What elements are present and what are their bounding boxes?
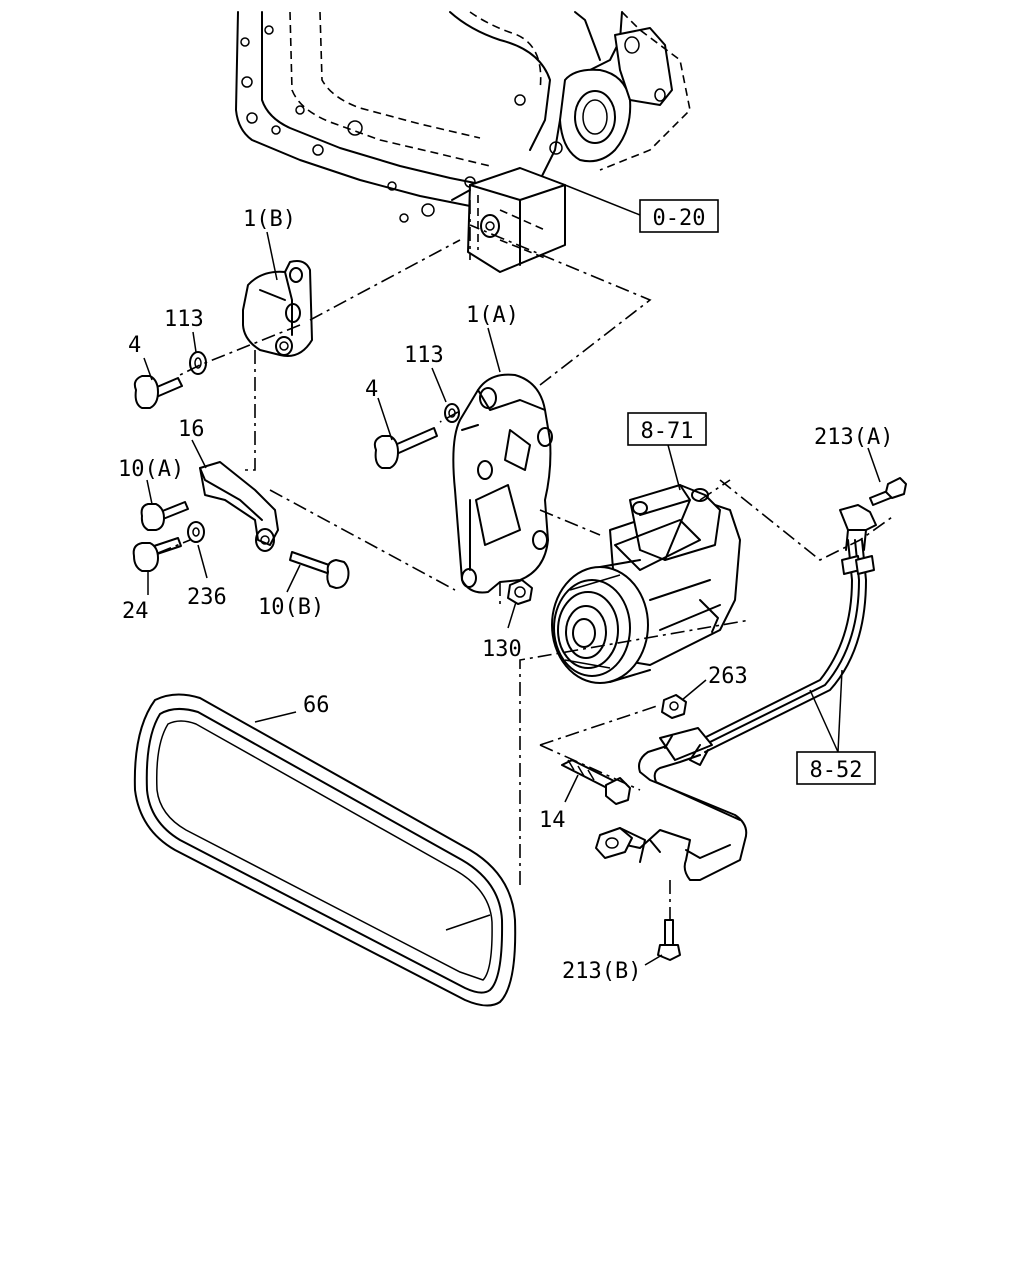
callout-113-left: 113 xyxy=(164,307,204,332)
bolt-14 xyxy=(561,759,631,805)
callout-263: 263 xyxy=(708,664,748,689)
callout-16: 16 xyxy=(178,417,205,442)
washer-236 xyxy=(187,521,205,543)
callout-10b: 10(B) xyxy=(258,595,324,620)
callout-213b: 213(B) xyxy=(562,959,641,984)
callout-4-right: 4 xyxy=(365,377,378,402)
bracket-1a xyxy=(452,373,553,594)
callout-14: 14 xyxy=(539,808,566,833)
callout-213a: 213(A) xyxy=(814,425,893,450)
ref-box-8-71: 8-71 xyxy=(627,412,707,446)
bolt-10b xyxy=(289,551,350,589)
ref-label-8-71: 8-71 xyxy=(641,419,694,444)
drive-belt-66 xyxy=(133,693,517,1007)
callout-4-left: 4 xyxy=(128,333,141,358)
callout-1a: 1(A) xyxy=(466,303,519,328)
callout-130: 130 xyxy=(482,637,522,662)
ref-box-0-20: 0-20 xyxy=(639,199,719,233)
bolt-4-left xyxy=(133,375,183,409)
callout-236: 236 xyxy=(187,585,227,610)
bolt-213a xyxy=(869,477,907,506)
assembly-lines xyxy=(157,200,896,920)
leader-lines xyxy=(143,184,881,966)
bracket-1b xyxy=(242,260,313,357)
ref-label-8-52: 8-52 xyxy=(810,758,863,783)
callout-10a: 10(A) xyxy=(118,457,184,482)
bolt-213b xyxy=(657,919,681,961)
ac-hose-assembly xyxy=(595,504,877,881)
nut-263 xyxy=(661,694,687,719)
engine-front-plate xyxy=(235,11,691,273)
idler-bracket-16 xyxy=(199,461,279,552)
nut-130 xyxy=(507,579,533,605)
washer-113-left xyxy=(189,351,207,375)
callout-66: 66 xyxy=(303,693,330,718)
ref-label-0-20: 0-20 xyxy=(653,206,706,231)
ac-compressor xyxy=(551,484,741,684)
bolt-10a xyxy=(140,501,189,531)
callout-24: 24 xyxy=(122,599,149,624)
bolt-24 xyxy=(132,537,182,572)
ref-box-8-52: 8-52 xyxy=(796,751,876,785)
callout-1b: 1(B) xyxy=(243,207,296,232)
bolt-4-right xyxy=(373,427,438,469)
callout-113-right: 113 xyxy=(404,343,444,368)
